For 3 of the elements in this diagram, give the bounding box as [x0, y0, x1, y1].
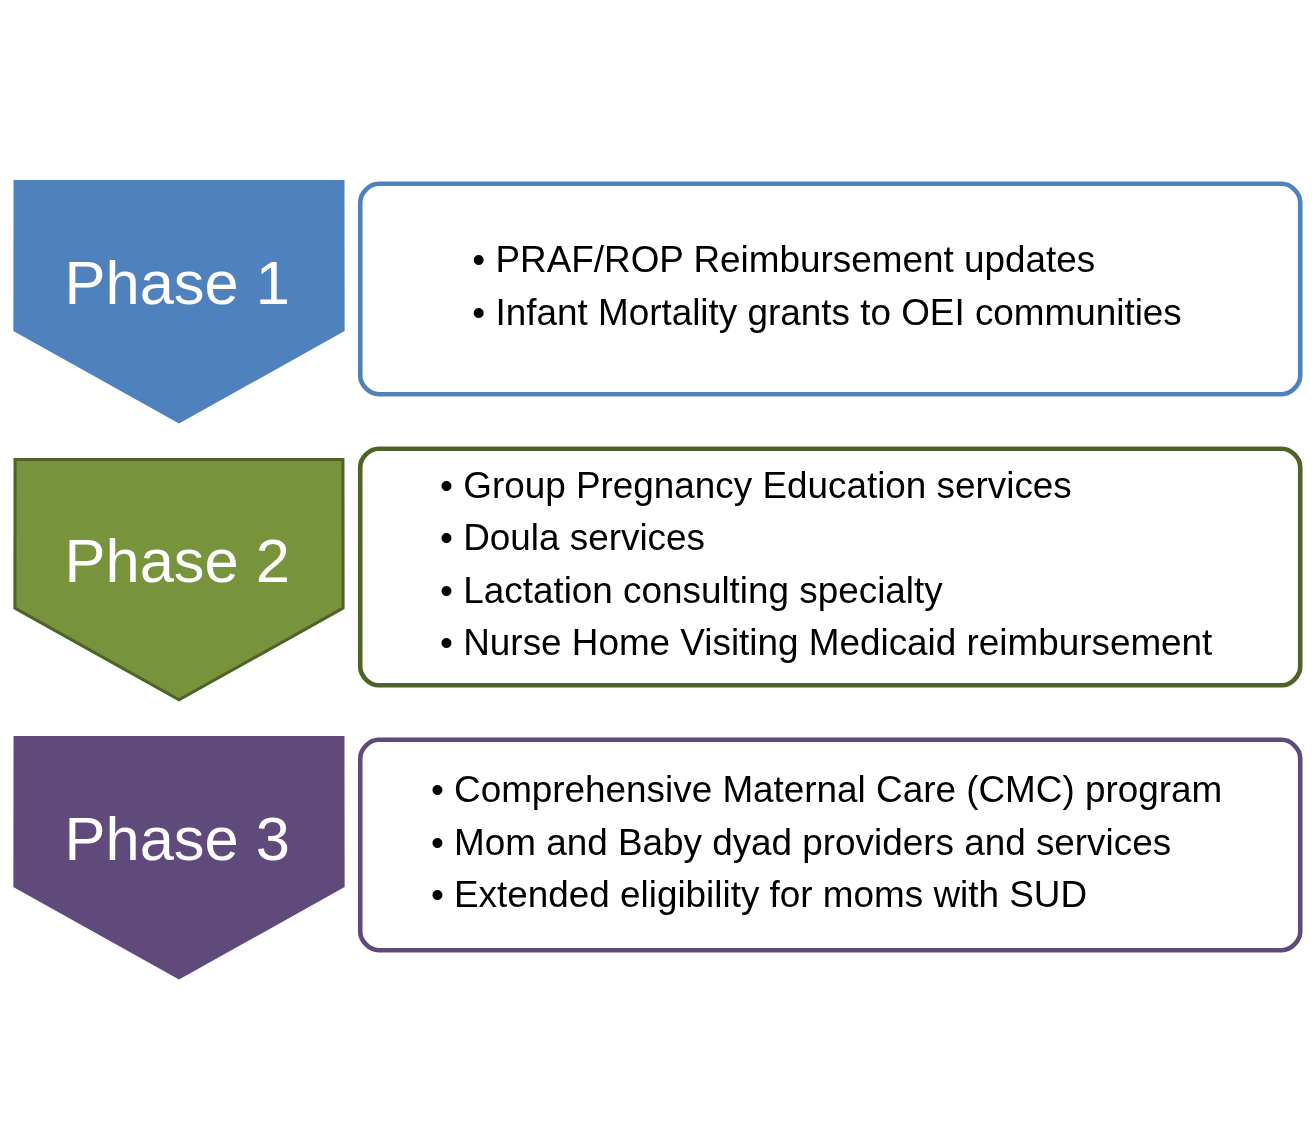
node-box: • Comprehensive Maternal Care (CMC) program • Mom and Baby dyad providers and services • Extended eligibility for moms with SUD — [357, 737, 1303, 952]
node-box: • PRAF/ROP Reimbursement updates • Infant Mortality grants to OEI communities — [357, 181, 1303, 396]
node-box: • Group Pregnancy Education services • Doula services • Lactation consulting specialty • Nurse Home Visiting Medicaid reimbursement — [357, 445, 1303, 688]
